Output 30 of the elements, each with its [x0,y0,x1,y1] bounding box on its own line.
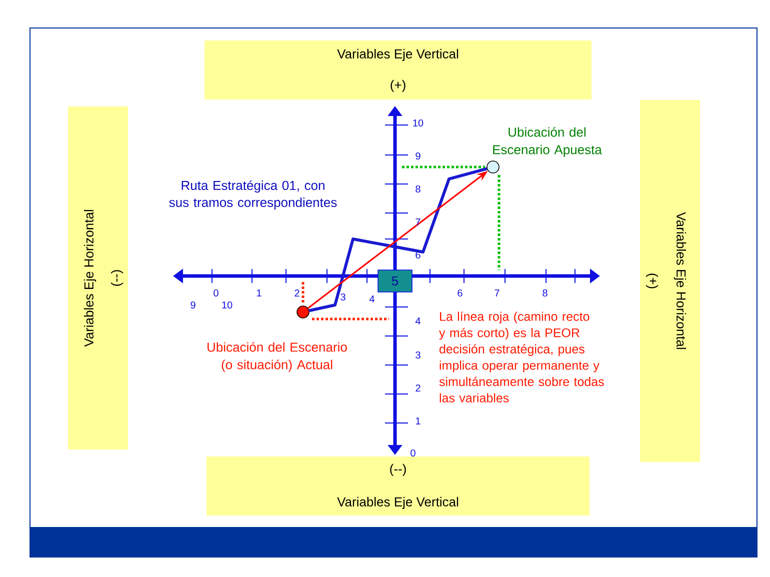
tick-label: 9 [190,301,196,309]
tick-label: 9 [416,152,420,160]
tick-label: 6 [416,251,420,259]
point-label: Ubicación del Escenario Apuesta [493,127,602,157]
tick-label: 6 [458,289,462,297]
heading-box: (--) Variables Eje Vertical [206,456,590,516]
start-point [296,306,310,318]
tick-label: 3 [340,293,346,301]
tick-label: 4 [415,318,420,324]
tick-label: 0 [214,289,218,297]
route-note: Ruta Estratégica 01, con sus tramos correspondientes [169,180,337,210]
heading-box: Variables Eje Vertical (+) [204,40,592,100]
tick-label: 3 [416,351,420,359]
tick-label: 8 [542,289,548,297]
tick-label: 10 [222,301,232,309]
point-label: Ubicación del Escenario (o situación) Actual [208,342,347,372]
tick-label: 4 [369,296,374,302]
tick-label: 7 [494,290,500,296]
heading-box: Variables Eje Horizontal (+) [640,100,700,462]
target-point [486,160,500,174]
tick-label: 2 [294,290,300,296]
tick-label: 2 [416,384,420,392]
heading-box: Variables Eje Horizontal (--) [68,106,128,450]
tick-label: 0 [410,449,416,457]
tick-label: 1 [257,290,262,296]
tick-label: 1 [416,418,420,424]
tick-label: 10 [413,119,424,127]
explanation-note: La línea roja (camino recto y más corto) es la PEOR decisión estratégica, pues implica operar permanente y simultáneamente sobre todas las variables [439,312,604,402]
tick-label: 8 [416,185,420,193]
value-box: 5 [378,270,412,292]
